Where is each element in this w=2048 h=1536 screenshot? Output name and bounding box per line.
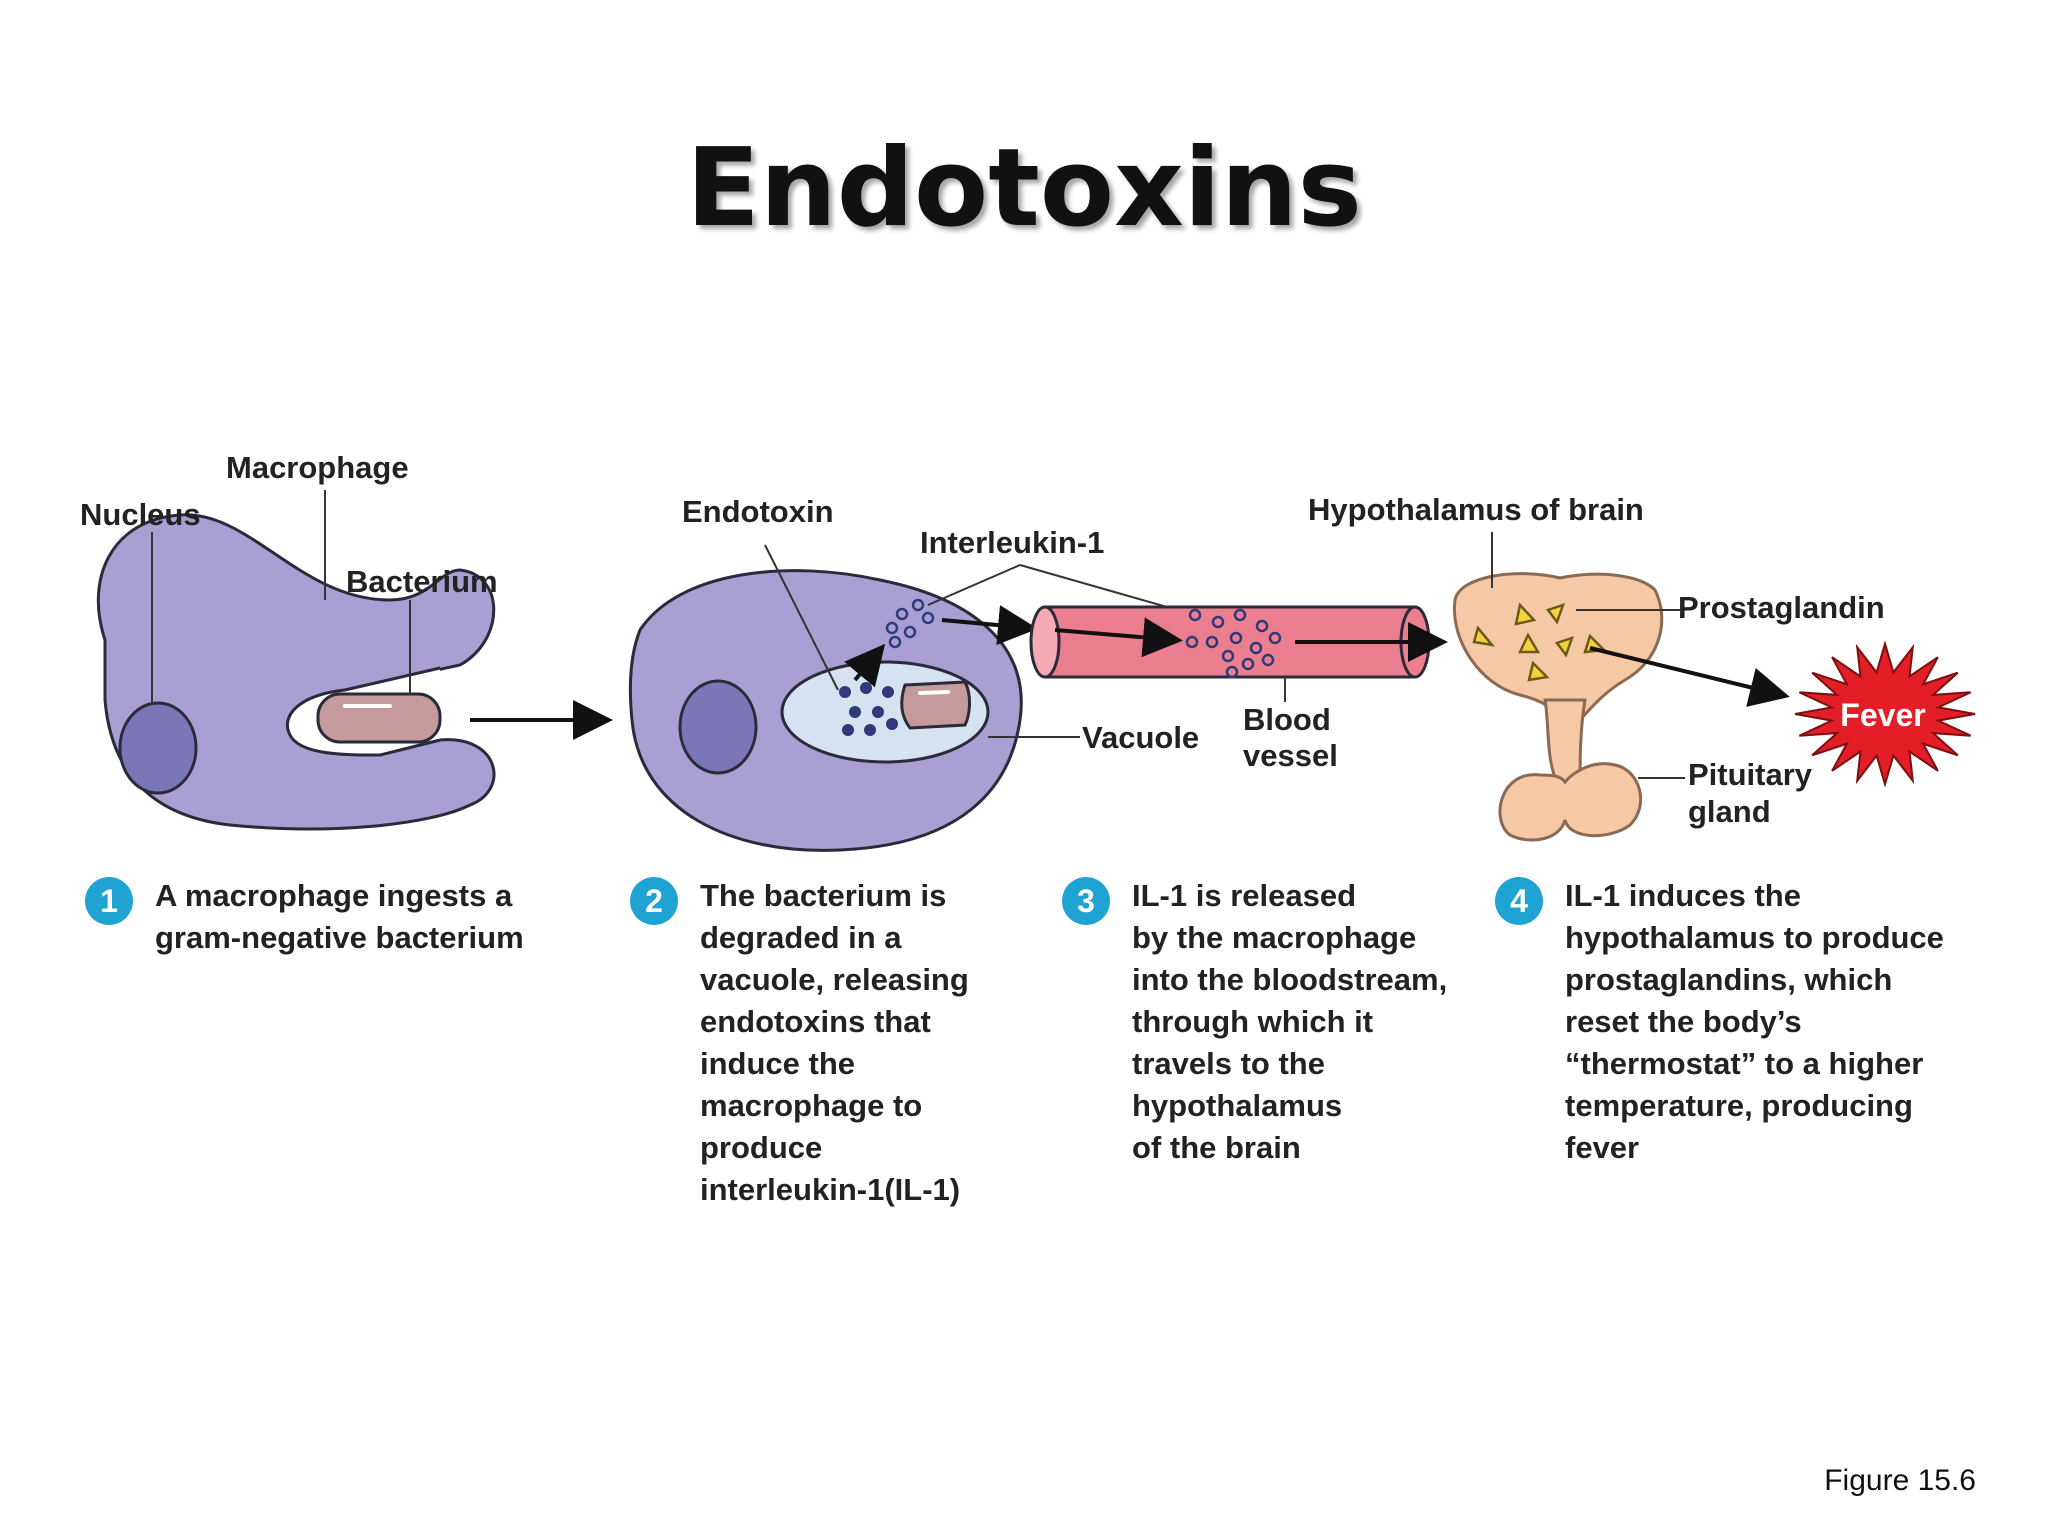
panel-1-macrophage: Macrophage Nucleus Bacterium (80, 450, 605, 829)
step-2-text: The bacterium is degraded in a vacuole, … (700, 875, 969, 1211)
label-endotoxin: Endotoxin (682, 494, 834, 529)
label-vacuole: Vacuole (1082, 720, 1199, 755)
label-blood: Blood (1243, 702, 1331, 737)
step-2-badge: 2 (630, 877, 678, 925)
label-bacterium: Bacterium (346, 564, 498, 599)
step-3-badge: 3 (1062, 877, 1110, 925)
label-interleukin: Interleukin-1 (920, 525, 1104, 560)
step-4-text: IL-1 induces the hypothalamus to produce… (1565, 875, 1944, 1169)
figure-label: Figure 15.6 (1824, 1464, 1976, 1498)
label-nucleus: Nucleus (80, 497, 201, 532)
step-3-text: IL-1 is released by the macrophage into … (1132, 875, 1447, 1169)
label-prostaglandin: Prostaglandin (1678, 590, 1885, 625)
fever-burst: Fever (1795, 644, 1975, 784)
label-pituitary: Pituitary (1688, 757, 1813, 792)
label-gland: gland (1688, 794, 1771, 829)
label-vessel: vessel (1243, 738, 1338, 773)
step-1-badge: 1 (85, 877, 133, 925)
label-hypothalamus: Hypothalamus of brain (1308, 492, 1644, 527)
step-1-text: A macrophage ingests a gram-negative bac… (155, 875, 524, 959)
label-fever: Fever (1840, 697, 1925, 733)
nucleus-2 (680, 681, 756, 773)
nucleus-1 (120, 703, 196, 793)
bacterium-2 (902, 682, 970, 728)
pituitary-gland (1500, 764, 1641, 840)
step-4-badge: 4 (1495, 877, 1543, 925)
label-macrophage: Macrophage (226, 450, 409, 485)
bacterium-1 (318, 694, 440, 742)
